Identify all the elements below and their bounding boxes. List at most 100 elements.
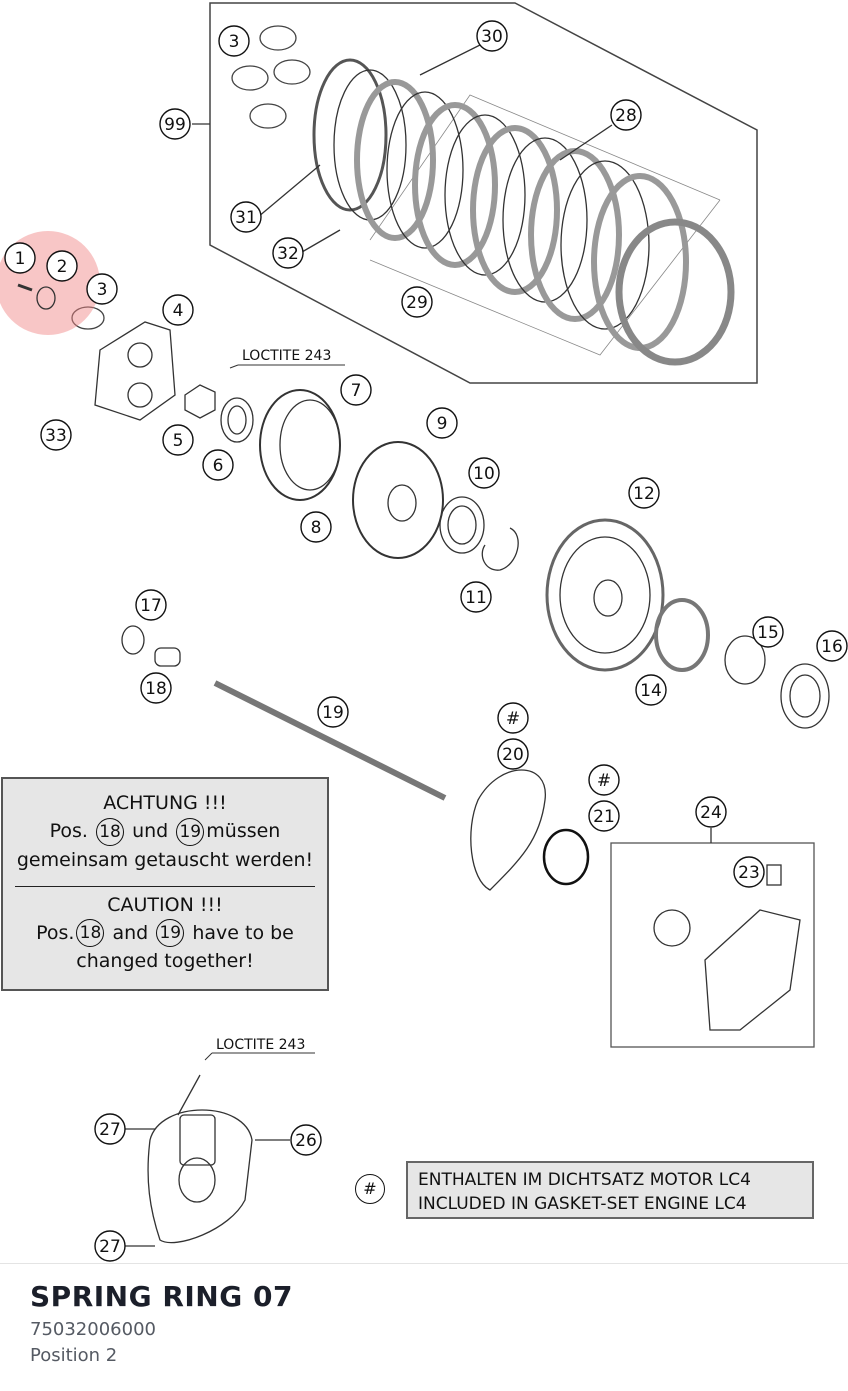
loctite-label-top: LOCTITE 243 [242,348,331,364]
callout-label: 5 [173,431,184,451]
callout-label: 18 [145,679,167,699]
callout-label: 29 [406,293,428,313]
callout-circle [588,764,620,796]
callout-circle [86,273,118,305]
callout-label: 32 [277,244,299,264]
callout-circle [610,99,642,131]
notice-en-line2: changed together! [76,950,254,972]
callout-label: 21 [593,807,615,827]
callout-label: 31 [235,208,257,228]
inner-hub [259,389,341,501]
callout-circle [468,457,500,489]
callout-circle [272,237,304,269]
clutch-kit-frame [209,2,758,384]
callout-circle [752,616,784,648]
clutch-cover [147,1109,253,1244]
callout-circle [426,407,458,439]
outer-basket [545,518,665,672]
callout-label: 9 [437,414,448,434]
callout-label: 12 [633,484,655,504]
callout-label: 24 [700,803,722,823]
notice-de-line2: gemeinsam getauscht werden! [16,848,314,871]
callout-label: 20 [502,745,524,765]
part-name: SPRING RING 07 [30,1280,293,1313]
callout-circle [695,796,727,828]
callout-label: 27 [99,1237,121,1257]
o-ring [542,828,590,886]
pressure-plate [352,441,444,559]
part-number: 75032006000 [30,1319,156,1340]
callout-circle [230,201,262,233]
callout-label: 19 [322,703,344,723]
callout-circle [401,286,433,318]
callout-circle [733,856,765,888]
callout-label: # [597,771,611,791]
callout-label: 11 [465,588,487,608]
clutch-springs [71,25,311,330]
callout-circle [497,702,529,734]
callout-circle [635,674,667,706]
callout-circle [476,20,508,52]
callout-label: 10 [473,464,495,484]
part-position: Position 2 [30,1345,118,1366]
notice-en-line1: Pos.18 and 19 have to be [3,919,327,947]
callout-label: 7 [351,381,362,401]
notice-divider [15,885,315,887]
callout-circle [300,511,332,543]
callout-label: 6 [213,456,224,476]
gasket-note-en: INCLUDED IN GASKET-SET ENGINE LC4 [418,1194,747,1214]
callout-label: 17 [140,596,162,616]
callout-circle [94,1113,126,1145]
callout-label: 16 [821,637,843,657]
gasket-symbol: # [355,1174,385,1204]
callout-label: 26 [295,1131,317,1151]
gasket-note: ENTHALTEN IM DICHTSATZ MOTOR LC4 INCLUDE… [406,1161,814,1219]
callout-circle [628,477,660,509]
callout-circle [340,374,372,406]
callout-label: 33 [45,426,67,446]
loctite-label-bottom: LOCTITE 243 [216,1037,305,1053]
notice-de-title: ACHTUNG !!! [103,792,227,814]
callout-label: 2 [57,257,68,277]
callout-circle [4,242,36,274]
callout-label: # [506,709,520,729]
callout-label: 3 [97,280,108,300]
callout-circle [588,800,620,832]
callout-circle [40,419,72,451]
ref-circle: 18 [96,817,125,846]
notice-en-title: CAUTION !!! [107,893,223,916]
callout-circle [94,1230,126,1262]
callout-label: 3 [229,32,240,52]
callout-label: 15 [757,623,779,643]
callout-circle [816,630,848,662]
callout-circle [135,589,167,621]
callout-circle [162,424,194,456]
callout-circle [159,108,191,140]
callout-label: 23 [738,863,760,883]
callout-circle [46,250,78,282]
part-info-panel: SPRING RING 07 75032006000 Position 2 [0,1263,848,1391]
callout-label: 30 [481,27,503,47]
callout-circle [460,581,492,613]
ref-circle: 19 [156,919,185,947]
ref-circle: 18 [76,919,105,947]
callout-circle [202,449,234,481]
callout-circle [218,25,250,57]
callout-circle [162,294,194,326]
callout-label: 99 [164,115,186,135]
callout-label: 14 [640,681,662,701]
clutch-plates [312,58,735,366]
pressure-cap [94,321,176,421]
callout-label: 1 [15,249,26,269]
callout-label: 4 [173,301,184,321]
callout-circle [140,672,172,704]
gasket-note-de: ENTHALTEN IM DICHTSATZ MOTOR LC4 [418,1170,751,1190]
callout-label: 8 [311,518,322,538]
callout-circle [290,1124,322,1156]
spring-ring-part [36,286,56,310]
ref-circle: 19 [176,817,205,846]
